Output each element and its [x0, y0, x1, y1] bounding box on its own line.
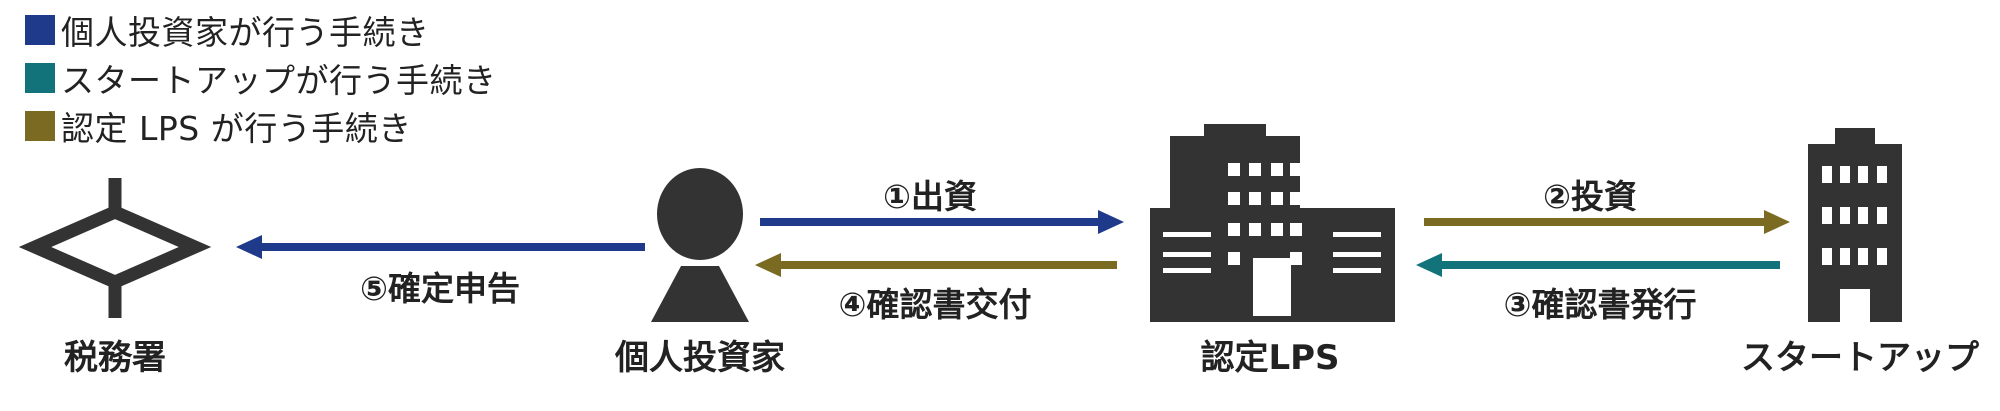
node-label-tax-office: 税務署: [64, 338, 166, 378]
legend-label-startup: スタートアップが行う手続き: [61, 61, 497, 100]
arrow-1-investment: [760, 210, 1124, 234]
legend-swatch-lps: [25, 111, 55, 141]
node-label-lps: 認定LPS: [1200, 338, 1340, 378]
arrow-label-5: ⑤確定申告: [360, 269, 520, 308]
large-building-icon: [1150, 124, 1395, 322]
arrow-label-1: ①出資: [883, 177, 977, 216]
arrow-2-invest: [1424, 210, 1790, 234]
legend-item-lps: 認定 LPS が行う手続き: [25, 102, 497, 150]
legend-label-investor: 個人投資家が行う手続き: [61, 13, 430, 52]
person-icon: [651, 168, 749, 322]
legend-swatch-investor: [25, 15, 55, 45]
legend-item-investor: 個人投資家が行う手続き: [25, 6, 497, 54]
node-label-startup: スタートアップ: [1741, 338, 1979, 378]
legend-swatch-startup: [25, 63, 55, 93]
legend: 個人投資家が行う手続き スタートアップが行う手続き 認定 LPS が行う手続き: [25, 6, 497, 150]
arrow-label-4: ④確認書交付: [838, 285, 1032, 324]
node-label-investor: 個人投資家: [615, 338, 785, 378]
arrow-label-2: ②投資: [1543, 177, 1637, 216]
arrow-3-issue: [1416, 253, 1780, 277]
arrow-5-tax-return: [236, 235, 645, 259]
legend-label-lps: 認定 LPS が行う手続き: [61, 109, 412, 148]
tax-office-map-symbol-icon: [18, 178, 212, 318]
arrow-label-3: ③確認書発行: [1503, 285, 1697, 324]
legend-item-startup: スタートアップが行う手続き: [25, 54, 497, 102]
arrow-4-delivery: [755, 253, 1117, 277]
tall-building-icon: [1808, 128, 1902, 322]
